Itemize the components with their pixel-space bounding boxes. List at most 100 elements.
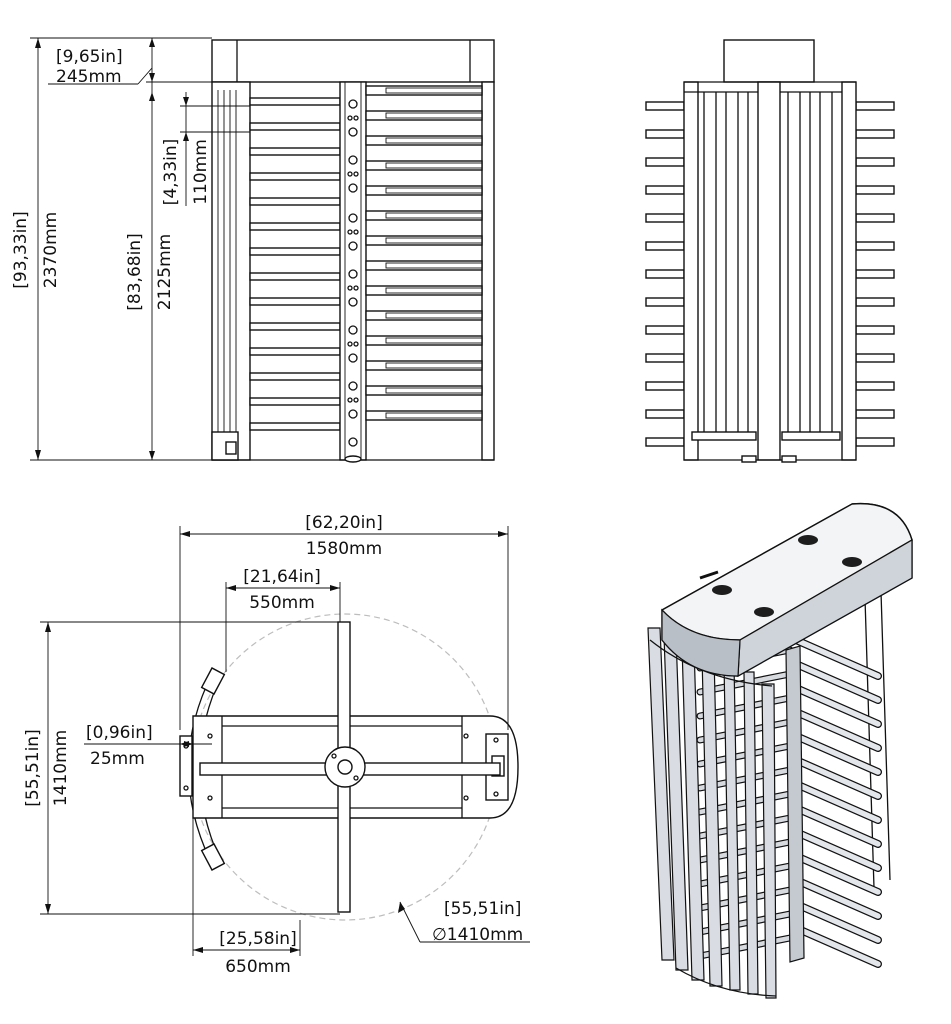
rotor-bar (365, 335, 483, 346)
top-housing-mm: 245mm (56, 67, 122, 87)
offset-inch: [0,96in] (86, 723, 153, 743)
side-bar-left (645, 185, 685, 195)
rotor-hole-small (347, 171, 353, 177)
rotor-hole (348, 155, 358, 165)
rotor-hole (348, 409, 358, 419)
fixed-bar (249, 397, 341, 406)
side-bar-right (855, 297, 895, 307)
rotor-bar-inner (385, 362, 483, 369)
rotor-hole (348, 353, 358, 363)
side-bar-right (855, 213, 895, 223)
side-bar-right (855, 185, 895, 195)
fixed-bar (249, 147, 341, 156)
rotor-hole-small (353, 229, 359, 235)
rotor-hole-small (353, 171, 359, 177)
rotor-hole (348, 437, 358, 447)
rotor-hole (348, 325, 358, 335)
side-bar-right (855, 409, 895, 419)
arm-length-mm: 550mm (249, 593, 315, 613)
bar-spacing-inch: [4,33in] (161, 139, 181, 206)
rotor-bar (365, 285, 483, 296)
side-bar-right (855, 437, 895, 447)
rotor-bar-inner (385, 237, 483, 244)
depth-mm: 1410mm (51, 730, 71, 806)
rotor-bar (365, 110, 483, 121)
side-bar-right (855, 129, 895, 139)
rotor-hole (348, 127, 358, 137)
rotor-bar (365, 135, 483, 146)
rotor-bar (365, 310, 483, 321)
rotor-bar-inner (385, 87, 483, 94)
rotor-bar-inner (385, 112, 483, 119)
rotor-hole-small (353, 397, 359, 403)
rotor-height-inch: [83,68in] (125, 233, 145, 310)
frame-width-inch: [25,58in] (219, 929, 296, 949)
rotor-hole-small (347, 285, 353, 291)
offset-mm: 25mm (90, 749, 145, 769)
side-bar-left (645, 101, 685, 111)
depth-inch: [55,51in] (23, 729, 43, 806)
iso-bar (793, 805, 881, 847)
iso-bar (793, 901, 881, 943)
side-bar-right (855, 241, 895, 251)
rotor-bar-inner (385, 212, 483, 219)
fixed-bar (249, 197, 341, 206)
rotor-hole-small (353, 115, 359, 121)
iso-bar (793, 685, 881, 727)
rotor-bar-inner (385, 262, 483, 269)
fixed-bar (249, 422, 341, 431)
fixed-bar (249, 122, 341, 131)
rotor-bar-inner (385, 287, 483, 294)
fixed-bar (249, 247, 341, 256)
iso-bar (793, 757, 881, 799)
rotor-hole-small (347, 341, 353, 347)
rotor-hole (348, 269, 358, 279)
rotor-bar (365, 235, 483, 246)
fixed-bar (249, 297, 341, 306)
rotor-hole (348, 241, 358, 251)
iso-bar (793, 925, 881, 967)
fixed-bar (249, 347, 341, 356)
rotor-bar (365, 410, 483, 421)
fixed-bar (249, 272, 341, 281)
top-housing-inch: [9,65in] (56, 47, 123, 67)
iso-bar (793, 709, 881, 751)
rotor-bar (365, 85, 483, 96)
rotor-bar-inner (385, 412, 483, 419)
fixed-bar (249, 222, 341, 231)
side-bar-right (855, 325, 895, 335)
total-height-inch: [93,33in] (11, 211, 31, 288)
iso-bar (793, 829, 881, 871)
rotor-height-mm: 2125mm (155, 234, 175, 310)
iso-bar (793, 637, 881, 679)
iso-bar (793, 661, 881, 703)
arm-length-inch: [21,64in] (243, 567, 320, 587)
side-bar-left (645, 129, 685, 139)
rotor-hole-small (347, 115, 353, 121)
side-bar-left (645, 241, 685, 251)
rotor-hole (348, 99, 358, 109)
total-width-mm: 1580mm (306, 539, 382, 559)
side-bar-left (645, 325, 685, 335)
side-bar-left (645, 157, 685, 167)
fixed-bar (249, 97, 341, 106)
side-bar-left (645, 409, 685, 419)
rotor-bar-inner (385, 187, 483, 194)
rotor-bar (365, 210, 483, 221)
rotor-bar (365, 385, 483, 396)
front-view: [93,33in] 2370mm [9,65in] 245mm [83,68in… (11, 37, 495, 463)
total-height-mm: 2370mm (41, 212, 61, 288)
fixed-bar (249, 372, 341, 381)
isometric-view (647, 502, 913, 999)
side-bar-left (645, 213, 685, 223)
rotor-bar-inner (385, 312, 483, 319)
rotor-bar (365, 185, 483, 196)
side-bar-left (645, 269, 685, 279)
rotor-hole (348, 297, 358, 307)
rotor-bar-inner (385, 162, 483, 169)
side-bar-left (645, 353, 685, 363)
rotor-bar-inner (385, 387, 483, 394)
rotor-hole-small (353, 285, 359, 291)
rotor-hole-small (347, 229, 353, 235)
